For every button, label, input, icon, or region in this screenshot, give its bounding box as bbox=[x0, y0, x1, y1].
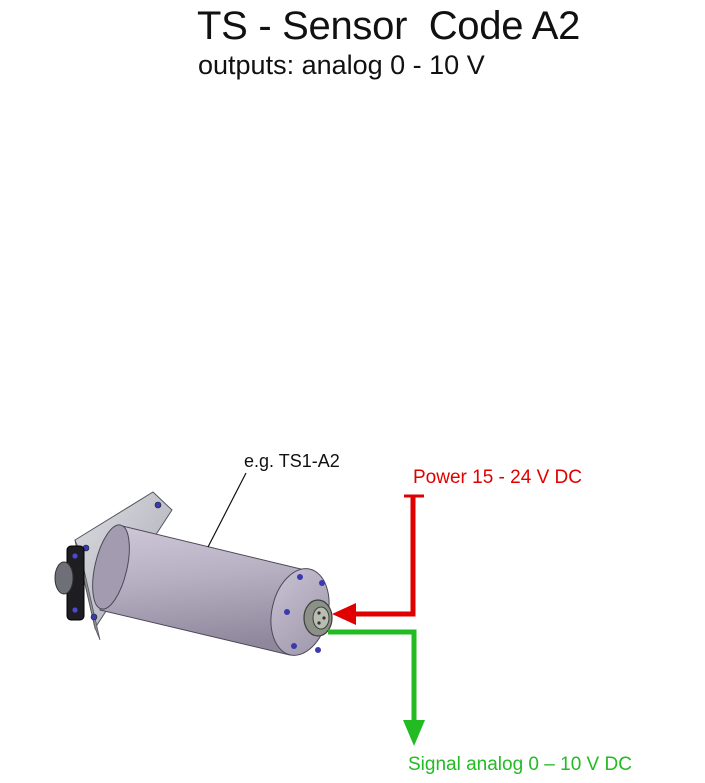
output-connector bbox=[303, 599, 333, 637]
example-leader-line bbox=[207, 472, 247, 548]
power-arrow bbox=[332, 494, 424, 625]
sensor-body bbox=[92, 524, 306, 656]
page-subtitle: outputs: analog 0 - 10 V bbox=[198, 50, 485, 80]
page-title: TS - Sensor Code A2 bbox=[197, 4, 581, 48]
signal-label: Signal analog 0 – 10 V DC bbox=[408, 754, 632, 775]
signal-arrow bbox=[328, 629, 425, 746]
power-label: Power 15 - 24 V DC bbox=[413, 467, 582, 488]
rear-connector bbox=[54, 545, 85, 621]
example-model-label: e.g. TS1-A2 bbox=[244, 451, 340, 471]
